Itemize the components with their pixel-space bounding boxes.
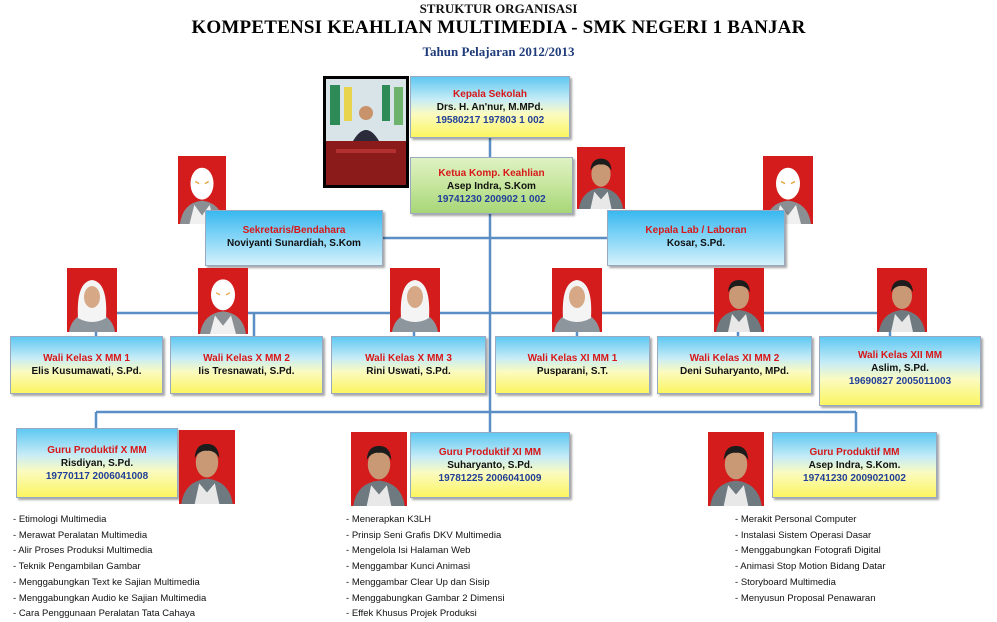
- person-name: Suharyanto, S.Pd.: [411, 459, 569, 472]
- nip-number: 19580217 197803 1 002: [411, 114, 569, 127]
- role-label: Ketua Komp. Keahlian: [411, 168, 572, 180]
- guru-produktif-x-mm-box: Guru Produktif X MM Risdiyan, S.Pd. 1977…: [16, 428, 178, 498]
- role-label: Kepala Sekolah: [411, 89, 569, 101]
- list-item: Alir Proses Produksi Multimedia: [13, 543, 206, 559]
- photo-wali-xii-mm: [877, 268, 927, 332]
- list-item: Etimologi Multimedia: [13, 512, 206, 528]
- photo-wali-x-mm-2: [198, 268, 248, 334]
- role-label: Wali Kelas XII MM: [820, 350, 980, 362]
- role-label: Guru Produktif XI MM: [411, 447, 569, 459]
- list-item: Instalasi Sistem Operasi Dasar: [735, 528, 886, 544]
- list-item: Merawat Peralatan Multimedia: [13, 528, 206, 544]
- list-item: Prinsip Seni Grafis DKV Multimedia: [346, 528, 504, 544]
- photo-wali-x-mm-1: [67, 268, 117, 332]
- person-name: Deni Suharyanto, MPd.: [658, 365, 811, 378]
- person-name: Kosar, S.Pd.: [608, 237, 784, 250]
- role-label: Wali Kelas X MM 1: [11, 353, 162, 365]
- nip-number: 19781225 2006041009: [411, 472, 569, 485]
- wali-kelas-x-mm-3-box: Wali Kelas X MM 3 Rini Uswati, S.Pd.: [331, 336, 486, 394]
- role-label: Wali Kelas XI MM 2: [658, 353, 811, 365]
- photo-wali-xi-mm-1: [552, 268, 602, 332]
- nip-number: 19741230 2009021002: [773, 472, 936, 485]
- person-name: Rini Uswati, S.Pd.: [332, 365, 485, 378]
- person-name: Asep Indra, S.Kom.: [773, 459, 936, 472]
- person-name: Drs. H. An'nur, M.MPd.: [411, 101, 569, 114]
- wali-kelas-xi-mm-2-box: Wali Kelas XI MM 2 Deni Suharyanto, MPd.: [657, 336, 812, 394]
- person-name: Risdiyan, S.Pd.: [17, 457, 177, 470]
- wali-kelas-x-mm-1-box: Wali Kelas X MM 1 Elis Kusumawati, S.Pd.: [10, 336, 163, 394]
- person-name: Elis Kusumawati, S.Pd.: [11, 365, 162, 378]
- photo-kepala-sekolah: [323, 76, 409, 188]
- person-name: Noviyanti Sunardiah, S.Kom: [206, 237, 382, 250]
- list-item: Menggabungkan Text ke Sajian Multimedia: [13, 575, 206, 591]
- list-item: Effek Khusus Projek Produksi: [346, 606, 504, 622]
- nip-number: 19770117 2006041008: [17, 470, 177, 483]
- list-item: Menggambar Clear Up dan Sisip: [346, 575, 504, 591]
- role-label: Wali Kelas X MM 3: [332, 353, 485, 365]
- guru-produktif-mm-box: Guru Produktif MM Asep Indra, S.Kom. 197…: [772, 432, 937, 498]
- role-label: Guru Produktif X MM: [17, 445, 177, 457]
- task-list-xi-mm: Menerapkan K3LH Prinsip Seni Grafis DKV …: [346, 512, 504, 622]
- wali-kelas-xi-mm-1-box: Wali Kelas XI MM 1 Pusparani, S.T.: [495, 336, 650, 394]
- role-label: Guru Produktif MM: [773, 447, 936, 459]
- list-item: Menerapkan K3LH: [346, 512, 504, 528]
- role-label: Wali Kelas XI MM 1: [496, 353, 649, 365]
- list-item: Menggabungkan Gambar 2 Dimensi: [346, 591, 504, 607]
- wali-kelas-x-mm-2-box: Wali Kelas X MM 2 Iis Tresnawati, S.Pd.: [170, 336, 323, 394]
- person-name: Asep Indra, S.Kom: [411, 180, 572, 193]
- list-item: Merakit Personal Computer: [735, 512, 886, 528]
- nip-number: 19741230 200902 1 002: [411, 193, 572, 206]
- list-item: Menggabungkan Audio ke Sajian Multimedia: [13, 591, 206, 607]
- kepala-sekolah-box: Kepala Sekolah Drs. H. An'nur, M.MPd. 19…: [410, 76, 570, 138]
- sekretaris-box: Sekretaris/Bendahara Noviyanti Sunardiah…: [205, 210, 383, 266]
- photo-guru-xi-mm: [351, 432, 407, 506]
- list-item: Animasi Stop Motion Bidang Datar: [735, 559, 886, 575]
- list-item: Cara Penggunaan Peralatan Tata Cahaya: [13, 606, 206, 622]
- person-name: Aslim, S.Pd.: [820, 362, 980, 375]
- list-item: Teknik Pengambilan Gambar: [13, 559, 206, 575]
- person-name: Pusparani, S.T.: [496, 365, 649, 378]
- wali-kelas-xii-mm-box: Wali Kelas XII MM Aslim, S.Pd. 19690827 …: [819, 336, 981, 406]
- list-item: Menggambar Kunci Animasi: [346, 559, 504, 575]
- list-item: Menggabungkan Fotografi Digital: [735, 543, 886, 559]
- photo-wali-xi-mm-2: [714, 268, 764, 332]
- person-name: Iis Tresnawati, S.Pd.: [171, 365, 322, 378]
- photo-guru-mm: [708, 432, 764, 506]
- photo-guru-x-mm: [179, 430, 235, 504]
- photo-wali-x-mm-3: [390, 268, 440, 332]
- role-label: Sekretaris/Bendahara: [206, 225, 382, 237]
- role-label: Kepala Lab / Laboran: [608, 225, 784, 237]
- task-list-mm: Merakit Personal Computer Instalasi Sist…: [735, 512, 886, 606]
- list-item: Menyusun Proposal Penawaran: [735, 591, 886, 607]
- task-list-x-mm: Etimologi Multimedia Merawat Peralatan M…: [13, 512, 206, 622]
- nip-number: 19690827 2005011003: [820, 375, 980, 388]
- kepala-lab-box: Kepala Lab / Laboran Kosar, S.Pd.: [607, 210, 785, 266]
- role-label: Wali Kelas X MM 2: [171, 353, 322, 365]
- ketua-komp-box: Ketua Komp. Keahlian Asep Indra, S.Kom 1…: [410, 157, 573, 214]
- photo-ketua-komp: [577, 147, 625, 209]
- list-item: Storyboard Multimedia: [735, 575, 886, 591]
- list-item: Mengelola Isi Halaman Web: [346, 543, 504, 559]
- guru-produktif-xi-mm-box: Guru Produktif XI MM Suharyanto, S.Pd. 1…: [410, 432, 570, 498]
